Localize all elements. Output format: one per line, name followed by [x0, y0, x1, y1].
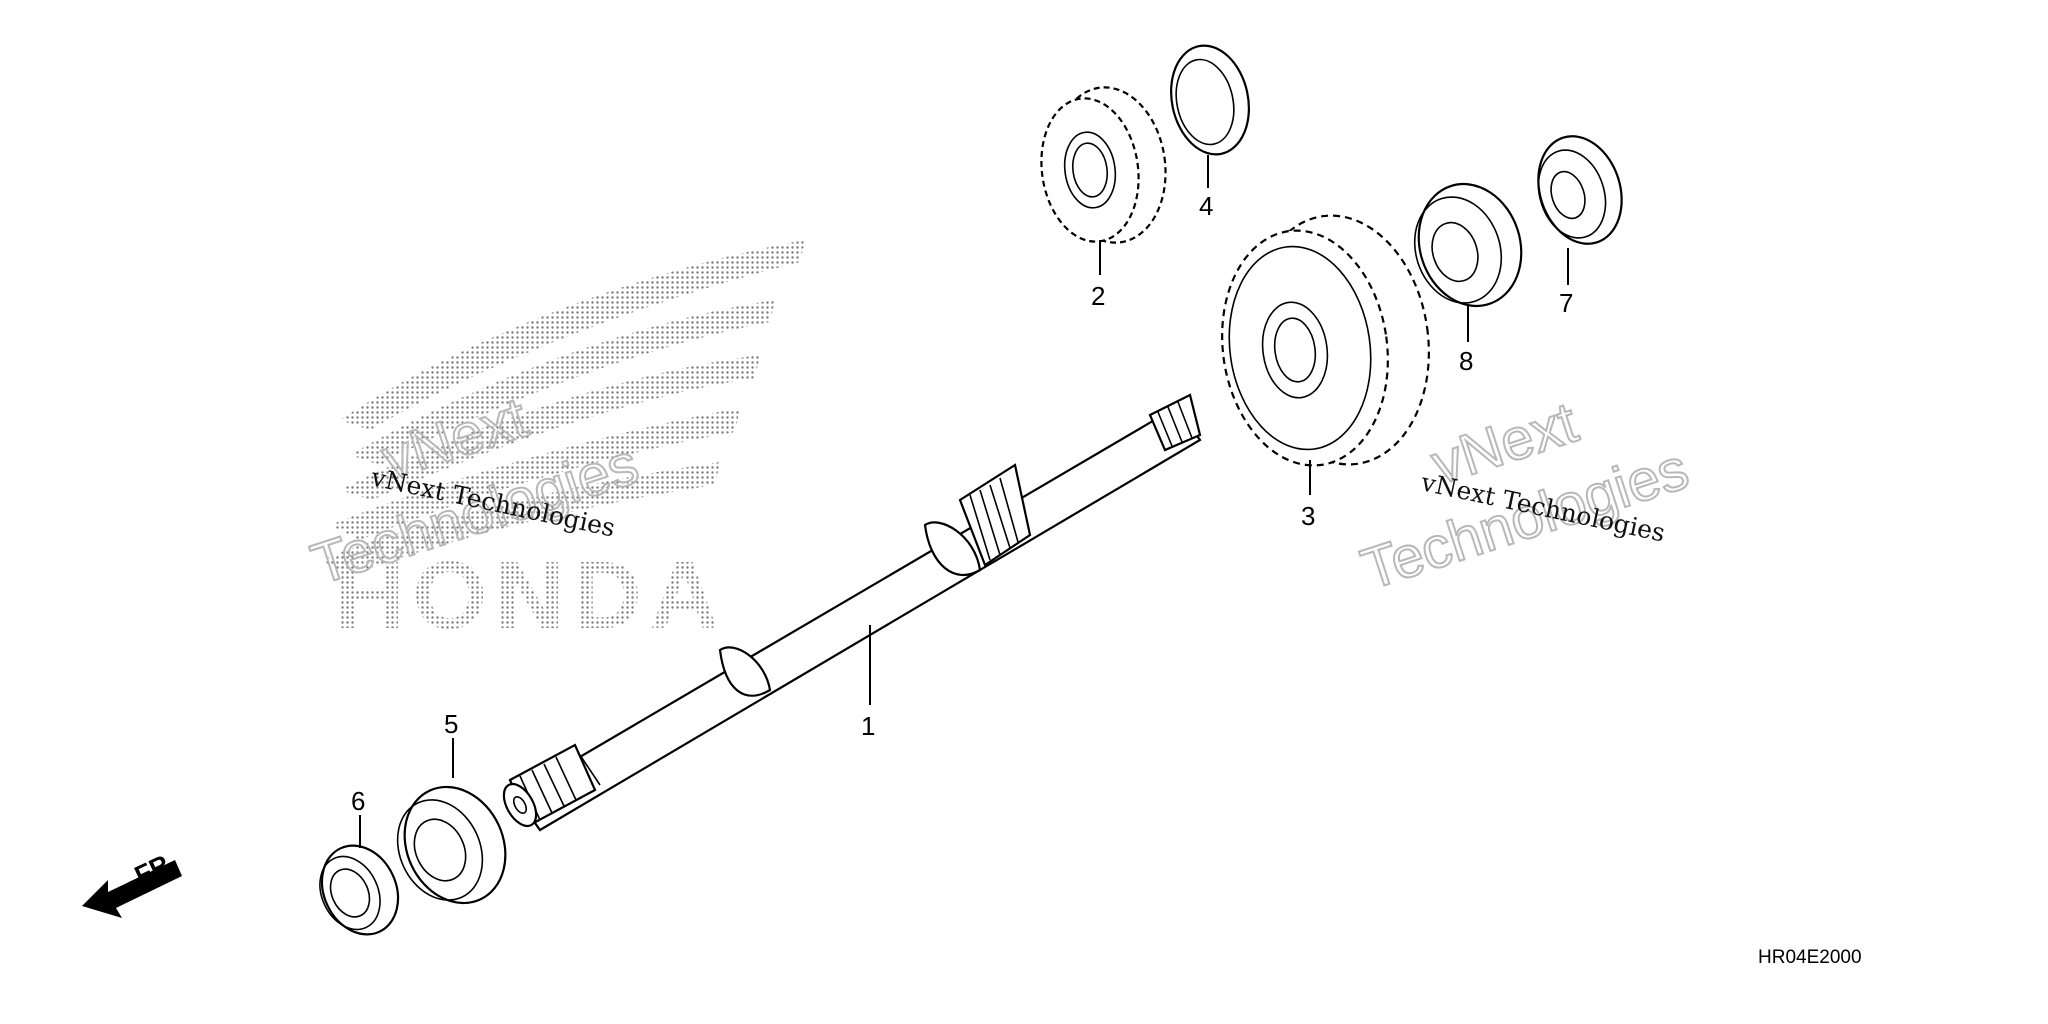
- callout-6: 6: [351, 786, 365, 816]
- callout-8: 8: [1459, 346, 1473, 376]
- callout-7: 7: [1559, 288, 1573, 318]
- part-5-bearing[interactable]: [382, 770, 524, 919]
- part-6-oil-seal[interactable]: [308, 833, 412, 947]
- diagram-part-code: HR04E2000: [1758, 947, 1862, 968]
- callout-1: 1: [861, 711, 875, 741]
- honda-logo-text: HONDA: [335, 542, 727, 649]
- callout-4: 4: [1199, 191, 1213, 221]
- callout-2: 2: [1091, 281, 1105, 311]
- front-direction-arrow: FR.: [82, 846, 182, 918]
- part-3-gear[interactable]: [1207, 204, 1444, 476]
- callout-3: 3: [1301, 501, 1315, 531]
- part-7-oil-seal[interactable]: [1525, 125, 1635, 254]
- part-2-gear[interactable]: [1032, 80, 1175, 250]
- callout-5: 5: [444, 709, 458, 739]
- part-4-washer[interactable]: [1161, 38, 1258, 161]
- part-8-bearing[interactable]: [1401, 171, 1536, 320]
- part-1-shaft[interactable]: [497, 393, 1202, 832]
- honda-wing-logo: HONDA: [320, 240, 805, 649]
